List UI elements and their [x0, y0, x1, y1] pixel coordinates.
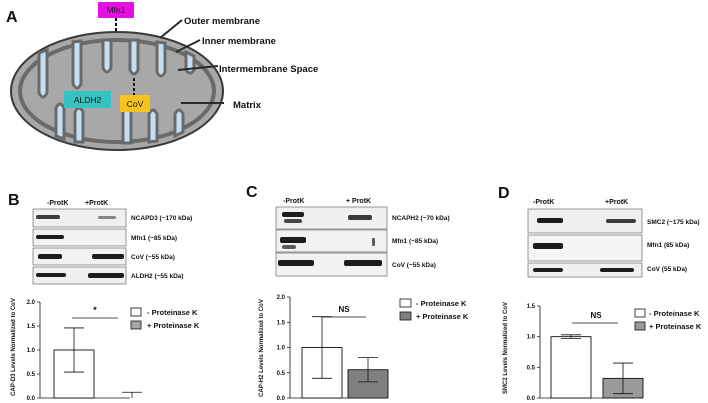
panel-c-legend-swatch-2	[399, 311, 412, 321]
aldh2-box	[64, 91, 111, 108]
panel-d-legend-swatch-2	[634, 321, 646, 331]
inner-membrane-label: Inner membrane	[202, 36, 276, 47]
matrix-label: Matrix	[233, 100, 262, 111]
panel-c-lane-1: -ProtK	[283, 198, 304, 205]
cov-box	[120, 95, 150, 112]
panel-c: C -ProtK + ProtK NCAPH2 (~70 kDa) Mfn1 (…	[246, 184, 469, 402]
panel-d-blot-label-1: SMC2 (~175 kDa)	[647, 219, 700, 226]
cristae	[37, 38, 196, 145]
panel-b-blots	[32, 208, 127, 285]
panel-c-blot-label-2: Mfn1 (~85 kDa)	[392, 238, 438, 245]
panel-d-legend-swatch-1	[634, 308, 646, 318]
inner-membrane-shape	[18, 38, 216, 144]
outer-membrane-pointer	[159, 19, 183, 39]
panel-b-blot-label-1: NCAPD3 (~170 kDa)	[131, 215, 192, 222]
y-tick-label: 0.5	[277, 371, 286, 377]
panel-c-label: C	[246, 184, 258, 201]
panel-b-legend-1: - Proteinase K	[147, 308, 198, 317]
panel-c-legend-swatch-1	[399, 298, 412, 308]
panel-c-sig: NS	[338, 305, 350, 314]
y-tick-label: 0.5	[527, 365, 536, 371]
panel-c-ylabel: CAP-H2 Levels Normalized to CoV	[259, 299, 265, 397]
panel-c-legend-2: + Proteinase K	[416, 312, 469, 321]
mfn1-box	[98, 2, 134, 18]
y-tick-label: 1.5	[527, 304, 536, 310]
panel-d-sig: NS	[590, 311, 602, 320]
panel-c-lane-2: + ProtK	[346, 198, 371, 205]
cov-label: CoV	[127, 99, 144, 109]
panel-b-chart: 0.0 0.5 1.0 1.5 2.0	[27, 300, 142, 402]
panel-b-legend-swatch-2	[130, 320, 142, 330]
y-tick-label: 0.0	[27, 396, 36, 402]
panel-c-blot-label-1: NCAPH2 (~70 kDa)	[392, 215, 450, 222]
panel-c-bands	[278, 212, 382, 266]
intermembrane-pointer	[177, 65, 219, 71]
panel-b-blot-label-2: Mfn1 (~85 kDa)	[131, 235, 177, 242]
panel-d-lane-2: +ProtK	[605, 199, 628, 206]
panel-b-sig: *	[93, 305, 97, 315]
y-tick-label: 0.0	[277, 396, 286, 402]
y-tick-label: 1.0	[277, 346, 286, 352]
panel-c-blot-label-3: CoV (~55 kDa)	[392, 262, 436, 269]
inner-membrane-pointer	[175, 39, 201, 53]
panel-b-lane-2: +ProtK	[85, 200, 108, 207]
intermembrane-space-label: Intermembrane Space	[219, 64, 318, 75]
y-tick-label: 1.5	[27, 324, 36, 330]
panel-b-lane-1: -ProtK	[47, 200, 68, 207]
mfn1-label: Mfn1	[107, 5, 126, 15]
panel-b-ylabel-1: CAP-D3 Levels Normalized to CoV	[11, 298, 17, 396]
mitochondrion-diagram: Mfn1 ALDH2 CoV Outer membrane Inner memb…	[10, 2, 318, 151]
panel-a-label: A	[6, 9, 18, 26]
panel-d-bands	[533, 218, 636, 272]
y-tick-label: 0.5	[27, 372, 36, 378]
panel-b-legend-swatch-1	[130, 307, 142, 317]
panel-c-chart: 0.0 0.5 1.0 1.5 2.0	[277, 295, 389, 402]
panel-b: B -ProtK +ProtK NCAPD3 (~170 kDa) Mfn1 (…	[8, 192, 200, 402]
panel-d-lane-1: -ProtK	[533, 199, 554, 206]
y-tick-label: 2.0	[27, 300, 36, 306]
panel-d-legend-2: + Proteinase K	[649, 322, 702, 331]
y-tick-label: 2.0	[277, 295, 286, 301]
panel-b-label: B	[8, 192, 20, 209]
panel-d-label: D	[498, 185, 510, 202]
panel-d-legend-1: - Proteinase K	[649, 309, 700, 318]
y-tick-label: 1.5	[277, 320, 286, 326]
panel-d-chart: 0.0 0.5 1.0 1.5	[527, 304, 644, 402]
y-tick-label: 1.0	[527, 335, 536, 341]
panel-d-ylabel: SMC2 Levels Normalized to CoV	[503, 302, 509, 394]
panel-b-bands	[36, 215, 124, 278]
panel-b-blot-label-3: CoV (~55 kDa)	[131, 254, 175, 261]
bar	[550, 336, 592, 399]
y-tick-label: 0.0	[527, 396, 536, 402]
panel-b-blot-label-4: ALDH2 (~55 kDa)	[131, 273, 184, 280]
panel-b-legend-2: + Proteinase K	[147, 321, 200, 330]
panel-d: D -ProtK +ProtK SMC2 (~175 kDa) Mfn1 (85…	[498, 185, 702, 402]
outer-membrane-label: Outer membrane	[184, 16, 260, 27]
panel-d-blot-label-3: CoV (55 kDa)	[647, 266, 687, 273]
panel-c-blots	[275, 206, 388, 277]
y-tick-label: 1.0	[27, 348, 36, 354]
aldh2-label: ALDH2	[74, 95, 102, 105]
panel-c-legend-1: - Proteinase K	[416, 299, 467, 308]
panel-d-blot-label-2: Mfn1 (85 kDa)	[647, 242, 689, 249]
